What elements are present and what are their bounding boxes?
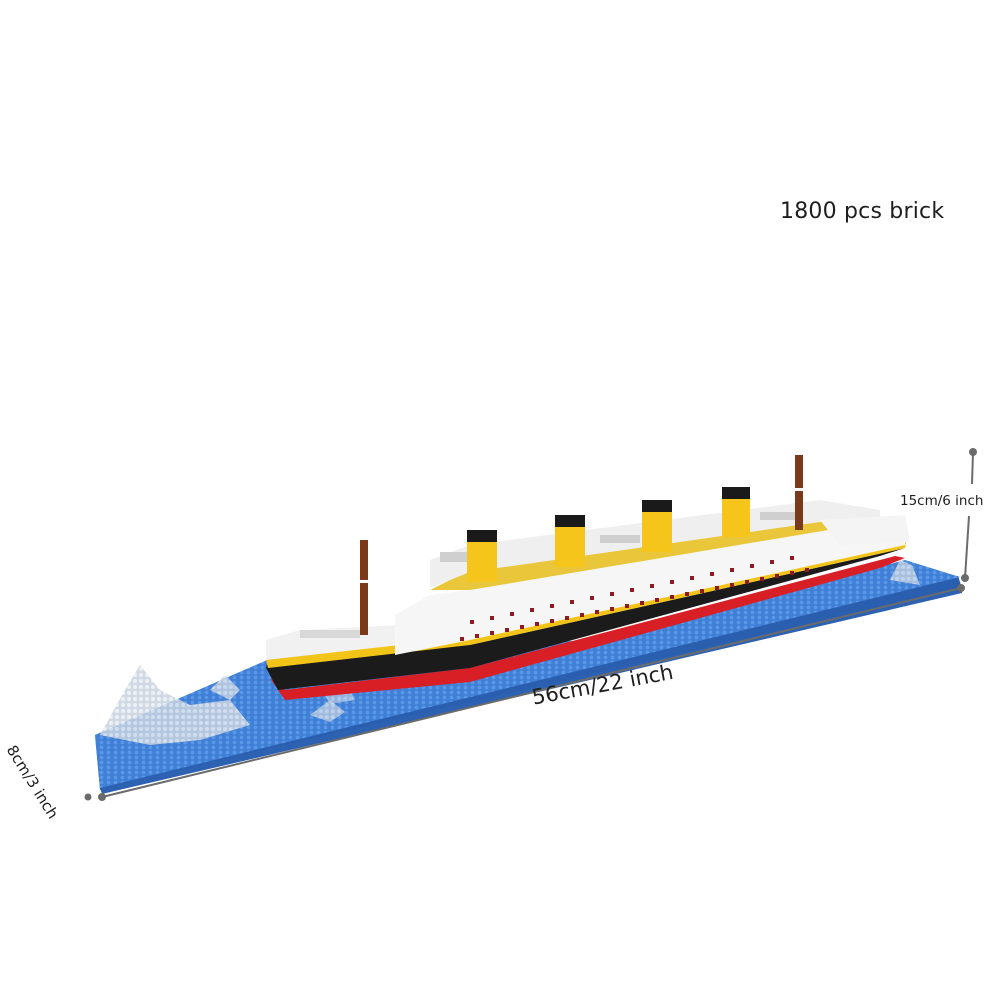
height-dimension-label: 15cm/6 inch [900, 493, 984, 509]
ship-hull [266, 542, 906, 700]
ship-windows [460, 556, 809, 641]
dimension-lines [84, 448, 977, 801]
piece-count-label: 1800 pcs brick [780, 199, 945, 224]
ship-masts [359, 455, 804, 635]
ship-funnels [467, 487, 750, 582]
